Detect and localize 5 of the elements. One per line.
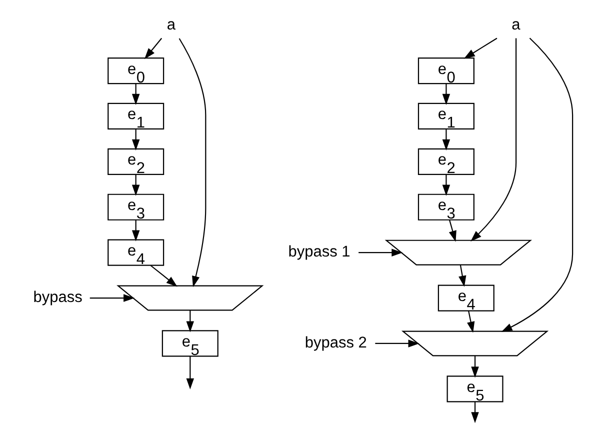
node-text: bypass (33, 289, 82, 306)
node-text: bypass 1 (288, 244, 350, 261)
node-text: bypass 2 (304, 334, 367, 352)
node-text: a (166, 16, 176, 34)
node-text: a (512, 16, 520, 34)
